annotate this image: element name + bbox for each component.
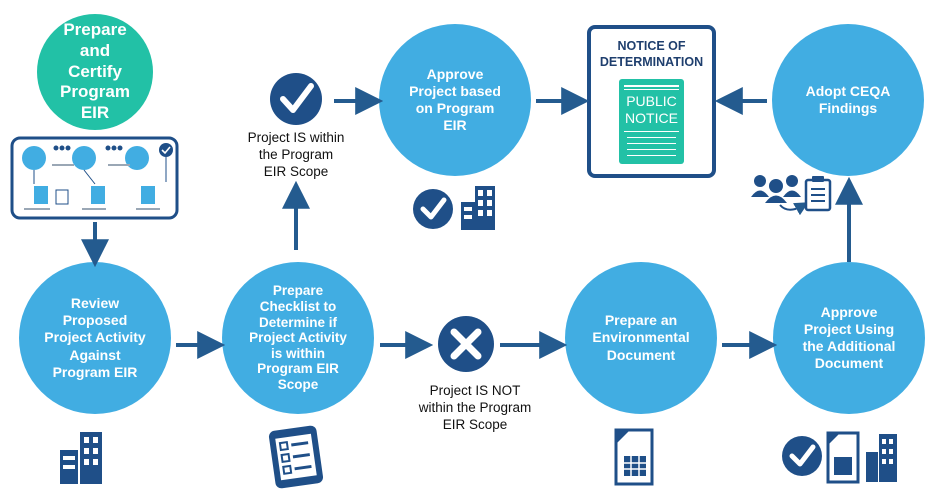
public-notice-sign: PUBLIC NOTICE: [619, 79, 684, 164]
building-icon: [461, 186, 495, 230]
eir-process-thumbnail: [10, 136, 179, 220]
building-icon: [866, 434, 897, 482]
document-icon: [826, 431, 860, 484]
curved-arrow: [779, 202, 809, 216]
approve-additional-document-node: Approve Project Using the Additional Doc…: [773, 262, 925, 414]
prepare-environmental-document-node: Prepare an Environmental Document: [565, 262, 717, 414]
checkmark-icon: [413, 189, 453, 229]
within-scope-label: Project IS within the Program EIR Scope: [247, 130, 345, 179]
prepare-certify-eir-node: Prepare and Certify Program EIR: [37, 14, 153, 130]
public-notice-line1: PUBLIC: [626, 93, 677, 109]
adopt-ceqa-findings-node: Adopt CEQA Findings: [772, 24, 924, 176]
building-icon: [60, 432, 102, 484]
checkmark-icon: [270, 73, 322, 125]
not-within-scope-label: Project IS NOT within the Program EIR Sc…: [418, 383, 532, 432]
people-group-icon: [751, 175, 801, 203]
clipboard-icon: [804, 176, 832, 212]
checkmark-icon: [782, 436, 822, 476]
notice-of-determination-box: NOTICE OF DETERMINATION PUBLIC NOTICE: [587, 25, 716, 178]
x-mark-icon: [438, 316, 494, 372]
approve-program-eir-node: Approve Project based on Program EIR: [379, 24, 531, 176]
review-activity-node: Review Proposed Project Activity Against…: [19, 262, 171, 414]
public-notice-line2: NOTICE: [625, 110, 678, 126]
document-icon: [614, 428, 654, 486]
prepare-checklist-node: Prepare Checklist to Determine if Projec…: [222, 262, 374, 414]
tablet-checklist-icon: [268, 425, 324, 489]
notice-title: NOTICE OF DETERMINATION: [599, 39, 704, 69]
